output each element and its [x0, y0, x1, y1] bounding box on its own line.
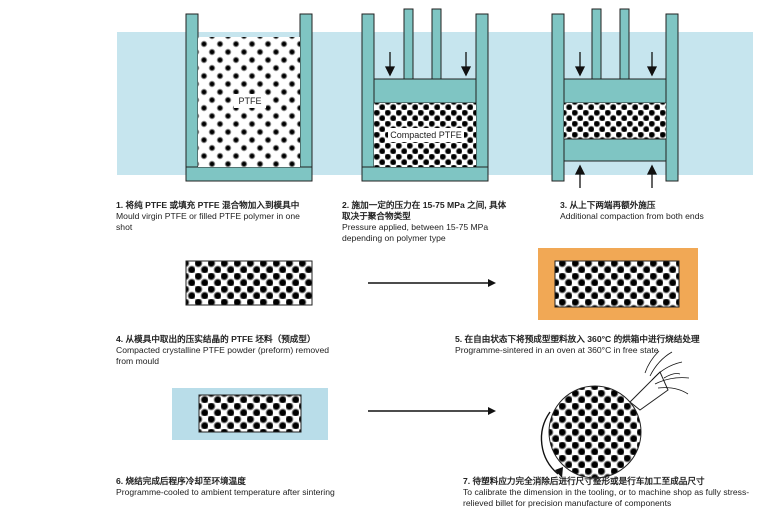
cutting-tool-icon	[629, 371, 669, 411]
stage3-piston-bottom	[563, 138, 667, 162]
process-arrow-2	[368, 407, 496, 415]
stage2-press: Compacted PTFE	[361, 8, 489, 182]
stage1-ptfe-label-box	[234, 94, 266, 108]
stage3-press	[551, 8, 679, 188]
stage3-rod-right	[619, 8, 630, 82]
step-6-text: Programme-cooled to ambient temperature …	[116, 487, 335, 497]
stage2-pressure-arrows	[384, 52, 472, 77]
stage2-rod-left	[403, 8, 414, 82]
step-3-text: Additional compaction from both ends	[560, 211, 704, 221]
stage5-preform	[554, 260, 680, 308]
stage5-oven	[538, 248, 698, 320]
step-4-text: Compacted crystalline PTFE powder (prefo…	[116, 345, 330, 366]
stage3-compacted-powder	[564, 103, 666, 139]
stage2-compacted-label: Compacted PTFE	[390, 130, 462, 140]
step-3-title: 3. 从上下两端再额外施压	[560, 200, 656, 210]
step-5-caption: 5. 在自由状态下将预成型塑料放入 360°C 的烘箱中进行烧结处理 Progr…	[455, 334, 755, 356]
stage1-mould: PTFE	[185, 13, 313, 182]
step-7-text: To calibrate the dimension in the toolin…	[463, 487, 750, 508]
rotation-arc-icon	[540, 411, 559, 475]
chip-spray-icon	[644, 350, 690, 395]
step-4-title: 4. 从模具中取出的压实结晶的 PTFE 坯料（预成型）	[116, 334, 316, 344]
stage1-mould-wall-left	[185, 13, 199, 182]
stage6-cooled	[172, 388, 328, 440]
rotation-arrowhead-icon	[555, 467, 563, 478]
stage4-preform	[185, 260, 313, 306]
stage3-wall-right	[665, 13, 679, 182]
stage7-machining	[540, 350, 690, 479]
step-7-title: 7. 待塑料应力完全消除后进行尺寸整形或是行车加工至成品尺寸	[463, 476, 705, 486]
stage7-billet-texture	[549, 386, 641, 478]
stage7-billet-outline	[548, 385, 642, 479]
step-1-caption: 1. 将纯 PTFE 或填充 PTFE 混合物加入到模具中 Mould virg…	[116, 200, 316, 233]
step-6-caption: 6. 烧结完成后程序冷却至环境温度 Programme-cooled to am…	[116, 476, 376, 498]
step-2-caption: 2. 施加一定的压力在 15-75 MPa 之间, 具体取决于聚合物类型 Pre…	[342, 200, 512, 244]
step-5-text: Programme-sintered in an oven at 360°C i…	[455, 345, 659, 355]
stage3-pressure-arrows	[574, 52, 658, 188]
stage6-billet	[198, 394, 302, 433]
step-5-title: 5. 在自由状态下将预成型塑料放入 360°C 的烘箱中进行烧结处理	[455, 334, 700, 344]
stage1-mould-wall-right	[299, 13, 313, 182]
stage3-piston-top	[563, 78, 667, 104]
step-6-title: 6. 烧结完成后程序冷却至环境温度	[116, 476, 246, 486]
step-3-caption: 3. 从上下两端再额外施压 Additional compaction from…	[560, 200, 750, 222]
stage2-wall-left	[361, 13, 375, 182]
stage2-base	[361, 166, 489, 182]
step-1-title: 1. 将纯 PTFE 或填充 PTFE 混合物加入到模具中	[116, 200, 300, 210]
stage3-wall-left	[551, 13, 565, 182]
stage2-piston	[373, 78, 477, 104]
step-4-caption: 4. 从模具中取出的压实结晶的 PTFE 坯料（预成型） Compacted c…	[116, 334, 348, 367]
stage1-ptfe-label: PTFE	[238, 96, 261, 106]
step-1-text: Mould virgin PTFE or filled PTFE polymer…	[116, 211, 300, 232]
step-2-text: Pressure applied, between 15-75 MPa depe…	[342, 222, 489, 243]
stage2-rod-right	[431, 8, 442, 82]
stage3-rod-left	[591, 8, 602, 82]
stage1-mould-base	[185, 166, 313, 182]
stage2-label-box	[388, 128, 464, 142]
process-arrow-1	[368, 279, 496, 287]
stage2-wall-right	[475, 13, 489, 182]
step-7-caption: 7. 待塑料应力完全消除后进行尺寸整形或是行车加工至成品尺寸 To calibr…	[463, 476, 753, 509]
step-2-title: 2. 施加一定的压力在 15-75 MPa 之间, 具体取决于聚合物类型	[342, 200, 507, 221]
